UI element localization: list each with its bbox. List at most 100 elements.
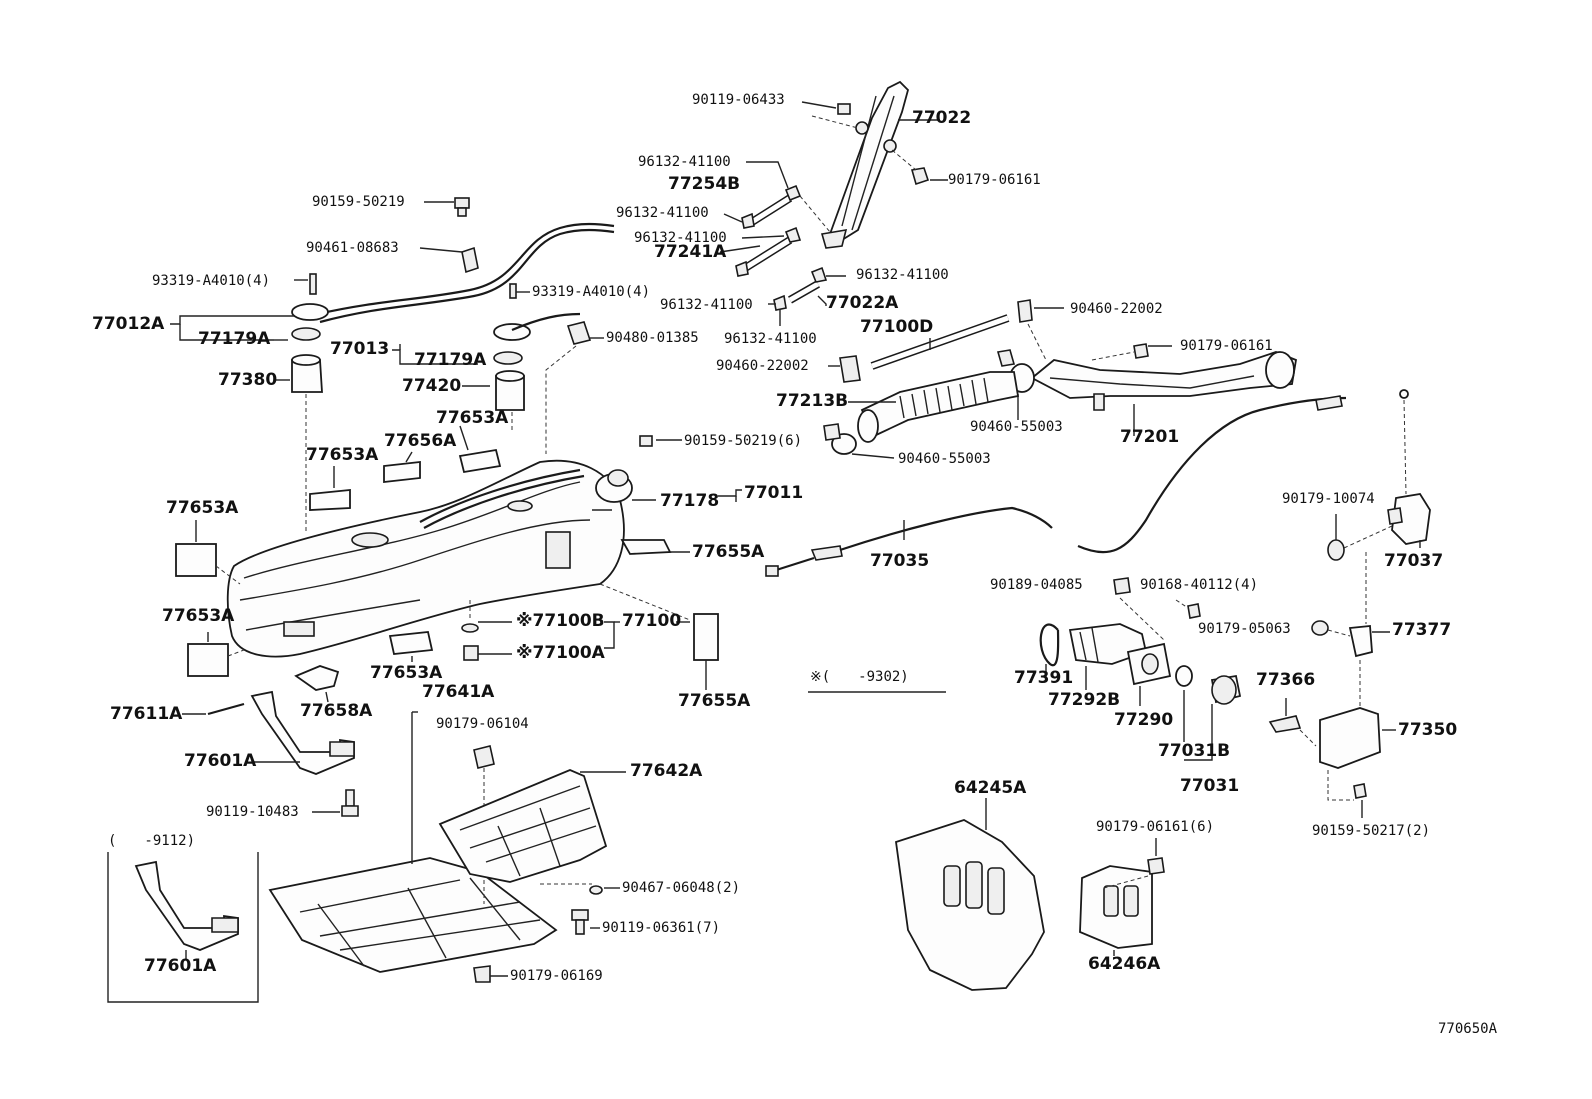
plug-77100A: [463, 645, 512, 661]
label-77380: 77380: [218, 370, 278, 390]
gasket-77290: [1126, 642, 1172, 706]
clip-90179-06104: [473, 745, 495, 904]
label-77653A-lower: 77653A: [162, 606, 235, 626]
label-96132-41100-a: 96132-41100: [638, 154, 731, 170]
pad-77653A-top: [458, 448, 502, 474]
label-77653A-left: 77653A: [166, 498, 239, 518]
sender-gauge-center: [493, 283, 581, 432]
label-96132-41100-e: 96132-41100: [660, 297, 753, 313]
opener-77037: [1387, 493, 1431, 548]
label-77420: 77420: [402, 376, 462, 396]
label-77013: 77013: [330, 339, 390, 359]
label-77601A-b: 77601A: [144, 956, 217, 976]
door-77350: [1319, 707, 1396, 769]
pad-77655A-b: [693, 613, 719, 661]
label-77022: 77022: [912, 108, 972, 128]
fuel-tank: [226, 459, 625, 658]
hose-77022A: [773, 266, 828, 311]
hinge-77366: [1268, 698, 1317, 747]
label-77350: 77350: [1398, 720, 1458, 740]
pad-77653A-mid: [309, 489, 351, 511]
label-note: ※( -9302): [810, 669, 909, 685]
label-96132-41100-f: 96132-41100: [724, 331, 817, 347]
nut-90179-06161-6: [1103, 838, 1165, 889]
label-77179A-b: 77179A: [414, 350, 487, 370]
label-96132-41100-b: 96132-41100: [616, 205, 709, 221]
label-77655A-b: 77655A: [678, 691, 751, 711]
bolt-90119-06361: [571, 909, 600, 935]
undercover-77642A: [438, 769, 608, 883]
ring-77391: [1039, 623, 1060, 678]
label-96132-41100-d: 96132-41100: [856, 267, 949, 283]
label-90179-06161-b: 90179-06161: [1180, 338, 1273, 354]
pad-77653A-bot: [388, 631, 434, 655]
label-93319-A4010-b: 93319-A4010(4): [532, 284, 651, 300]
screw-90159-50217: [1327, 770, 1367, 818]
fitting-90189-04085: [1113, 577, 1165, 641]
label-90179-06169: 90179-06169: [510, 968, 603, 984]
vent-line: [317, 222, 615, 324]
label-90460-55003-b: 90460-55003: [898, 451, 991, 467]
pin-77611A: [207, 702, 245, 716]
nut-90179-05063: [1311, 620, 1351, 637]
label-90460-22002-a: 90460-22002: [1070, 301, 1163, 317]
shield-64246A: [1079, 865, 1153, 956]
nut-90179-06161-upper: [891, 149, 948, 186]
label-inset-range: ( -9112): [108, 833, 196, 849]
label-77254B: 77254B: [668, 174, 741, 194]
label-77653A-top: 77653A: [436, 408, 509, 428]
hose-77241A: [735, 226, 802, 277]
label-77241A: 77241A: [654, 242, 727, 262]
label-90460-55003-a: 90460-55003: [970, 419, 1063, 435]
label-77641A: 77641A: [422, 682, 495, 702]
bracket-77658A: [294, 665, 340, 691]
label-90119-10483: 90119-10483: [206, 804, 299, 820]
label-77601A-a: 77601A: [184, 751, 257, 771]
clip-90179-06169: [473, 965, 508, 983]
cap-77031: [1184, 674, 1242, 761]
clip-90460-22002-mid: [828, 355, 861, 383]
label-77012A: 77012A: [92, 314, 165, 334]
label-77642A: 77642A: [630, 761, 703, 781]
label-77655A-a: 77655A: [692, 542, 765, 562]
label-90460-22002-b: 90460-22002: [716, 358, 809, 374]
label-77178: 77178: [660, 491, 720, 511]
pad-77655A-a: [620, 539, 672, 555]
label-77658A: 77658A: [300, 701, 373, 721]
label-90179-10074: 90179-10074: [1282, 491, 1375, 507]
undercover-77641A: [268, 857, 558, 973]
bolt-90159-50219: [424, 197, 470, 217]
pad-77656A: [383, 460, 421, 484]
label-90159-50217: 90159-50217(2): [1312, 823, 1431, 839]
label-77391: 77391: [1014, 668, 1074, 688]
label-77100B: ※77100B: [516, 611, 605, 631]
label-77100A: ※77100A: [516, 643, 605, 663]
pad-77653A-left: [175, 543, 217, 577]
bracket-77377: [1348, 552, 1390, 706]
label-77031B: 77031B: [1158, 741, 1231, 761]
screw-90168-40112: [1175, 599, 1201, 619]
clip-90467-06048: [589, 885, 620, 895]
label-90480-01385: 90480-01385: [606, 330, 699, 346]
fitting-90480-01385: [545, 321, 604, 454]
label-64246A: 64246A: [1088, 954, 1161, 974]
strap-77601A: [250, 690, 355, 775]
clamp-90460-55003-upper2: [996, 349, 1016, 367]
label-77100D: 77100D: [860, 317, 934, 337]
label-77031: 77031: [1180, 776, 1240, 796]
pad-77653A-lower: [187, 643, 229, 677]
diagram-id: 770650A: [1438, 1021, 1498, 1037]
label-90461-08683: 90461-08683: [306, 240, 399, 256]
label-77037: 77037: [1384, 551, 1444, 571]
label-90179-06104: 90179-06104: [436, 716, 529, 732]
label-90189-04085: 90189-04085: [990, 577, 1083, 593]
sender-gauge-left: [291, 273, 329, 532]
label-77366: 77366: [1256, 670, 1316, 690]
filler-pipe-upper: [820, 80, 910, 249]
label-93319-A4010-a: 93319-A4010(4): [152, 273, 271, 289]
cable-77035: [765, 389, 1409, 577]
label-90159-50219-6: 90159-50219(6): [684, 433, 803, 449]
nut-90179-10074: [1327, 514, 1393, 561]
inset-box: [107, 852, 259, 1003]
label-90179-06161-6: 90179-06161(6): [1096, 819, 1215, 835]
